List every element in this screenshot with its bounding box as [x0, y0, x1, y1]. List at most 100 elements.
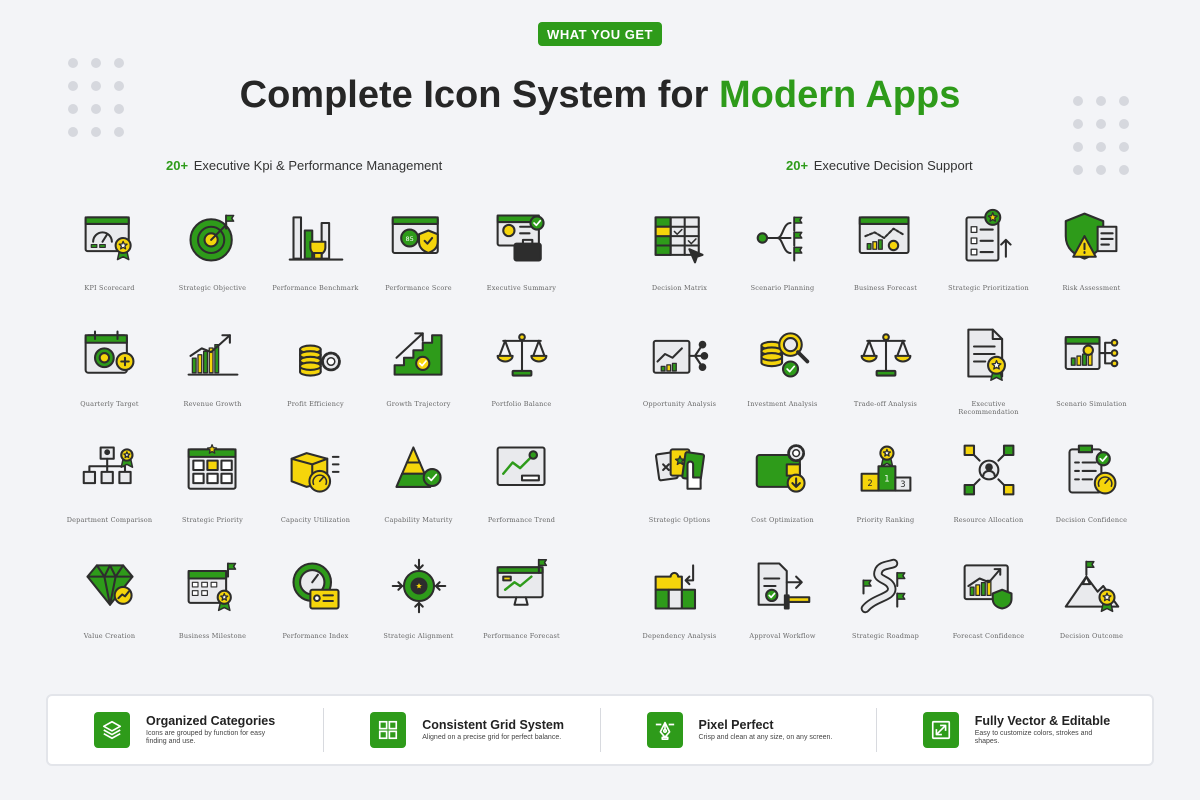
section-title-text: Executive Decision Support [813, 158, 973, 173]
decorative-dots-left [68, 58, 124, 137]
icon-label: Trade-off Analysis [853, 400, 918, 408]
pyramid-icon [389, 440, 449, 500]
icon-tile: Opportunity Analysis [628, 324, 731, 440]
feature-title: Consistent Grid System [422, 718, 564, 732]
icon-tile: Strategic Alignment [367, 556, 470, 672]
icon-tile: Profit Efficiency [264, 324, 367, 440]
icon-tile: Value Creation [58, 556, 161, 672]
icon-label: Scenario Simulation [1056, 400, 1127, 408]
section-count: 20+ [786, 158, 809, 173]
icon-label: Strategic Priority [182, 516, 243, 524]
trophy-chart-icon [286, 208, 346, 268]
icon-tile: Business Milestone [161, 556, 264, 672]
icon-tile: Scenario Planning [731, 208, 834, 324]
box-gauge-icon [286, 440, 346, 500]
resize-icon [922, 712, 959, 748]
icon-label: Opportunity Analysis [642, 400, 717, 408]
scale-icon [492, 324, 552, 384]
icon-label: Forecast Confidence [952, 632, 1025, 640]
trend-window-icon [492, 440, 552, 500]
feature-desc: Icons are grouped by function for easy f… [146, 730, 266, 745]
feature-title: Organized Categories [146, 714, 276, 728]
section-title-decision: 20+ Executive Decision Support [786, 158, 973, 173]
icon-label: Cost Optimization [751, 516, 814, 524]
feature-desc: Easy to customize colors, strokes and sh… [974, 730, 1093, 745]
checklist-star-icon [959, 208, 1019, 268]
feature-desc: Crisp and clean at any size, on any scre… [698, 734, 833, 741]
icon-tile: Performance Forecast [470, 556, 573, 672]
icon-label: Business Milestone [178, 632, 247, 640]
diamond-icon [80, 556, 140, 616]
title-main: Complete Icon System for [239, 74, 719, 116]
feature-desc: Aligned on a precise grid for perfect ba… [422, 734, 562, 741]
document-barrier-icon [753, 556, 813, 616]
svg-text:1: 1 [884, 473, 889, 483]
grid-icon [370, 712, 407, 748]
org-chart-icon [80, 440, 140, 500]
icon-tile: Performance Trend [470, 440, 573, 556]
icon-tile: Strategic Priority [161, 440, 264, 556]
icon-tile: Dependency Analysis [628, 556, 731, 672]
feature-fully-vector: Fully Vector & Editable Easy to customiz… [875, 708, 1152, 752]
icon-tile: Strategic Options [628, 440, 731, 556]
icon-tile: Decision Outcome [1040, 556, 1143, 672]
icon-label: Resource Allocation [953, 516, 1024, 524]
calendar-target-icon [80, 324, 140, 384]
icon-tile: Cost Optimization [731, 440, 834, 556]
icon-label: Decision Outcome [1059, 632, 1124, 640]
icon-label: Executive Recommendation [958, 400, 1019, 416]
icon-tile: Performance Benchmark [264, 208, 367, 324]
icon-label: Decision Confidence [1055, 516, 1128, 524]
section-count: 20+ [166, 158, 189, 173]
icon-tile: Strategic Prioritization [937, 208, 1040, 324]
growth-chart-icon [183, 324, 243, 384]
calendar-flag-icon [183, 556, 243, 616]
icon-label: Strategic Objective [178, 284, 247, 292]
icon-tile: KPI Scorecard [58, 208, 161, 324]
icon-label: Executive Summary [486, 284, 557, 292]
icon-label: Approval Workflow [749, 632, 816, 640]
icon-label: Value Creation [83, 632, 136, 640]
page-title: Complete Icon System for Modern Apps [0, 74, 1200, 117]
icon-tile: Revenue Growth [161, 324, 264, 440]
feature-title: Fully Vector & Editable [974, 714, 1111, 728]
briefcase-report-icon [492, 208, 552, 268]
icon-label: Strategic Roadmap [852, 632, 919, 640]
title-accent: Modern Apps [718, 74, 961, 116]
monitor-chart-icon [492, 556, 552, 616]
icon-tile: Scenario Simulation [1040, 324, 1143, 440]
icon-label: Revenue Growth [183, 400, 242, 408]
clipboard-gauge-icon [1062, 440, 1122, 500]
score-window-icon: 85 [389, 208, 449, 268]
mountain-flag-icon [1062, 556, 1122, 616]
gauge-id-icon [286, 556, 346, 616]
svg-text:85: 85 [405, 235, 413, 243]
icon-tile: Strategic Objective [161, 208, 264, 324]
icon-tile: Performance Index [264, 556, 367, 672]
road-flags-icon [856, 556, 916, 616]
stairs-arrow-icon [389, 324, 449, 384]
pen-tool-icon [646, 712, 683, 748]
icon-tile: Portfolio Balance [470, 324, 573, 440]
icon-tile: Quarterly Target [58, 324, 161, 440]
icon-label: Strategic Prioritization [948, 284, 1029, 292]
kpi-scorecard-icon [80, 208, 140, 268]
puzzle-icon [650, 556, 710, 616]
icon-tile: Risk Assessment [1040, 208, 1143, 324]
icon-tile: Decision Confidence [1040, 440, 1143, 556]
icon-label: Performance Forecast [483, 632, 560, 640]
icon-label: KPI Scorecard [84, 284, 135, 292]
shield-warning-icon [1062, 208, 1122, 268]
icon-label: Growth Trajectory [386, 400, 451, 408]
feature-organized-categories: Organized Categories Icons are grouped b… [48, 708, 323, 752]
icon-label: Quarterly Target [80, 400, 139, 408]
layers-icon [94, 712, 130, 748]
decorative-dots-right [1073, 96, 1129, 175]
icon-label: Performance Benchmark [272, 284, 359, 292]
icon-label: Department Comparison [66, 516, 153, 524]
cards-hand-icon [650, 440, 710, 500]
icon-tile: Growth Trajectory [367, 324, 470, 440]
feature-title: Pixel Perfect [698, 718, 774, 732]
